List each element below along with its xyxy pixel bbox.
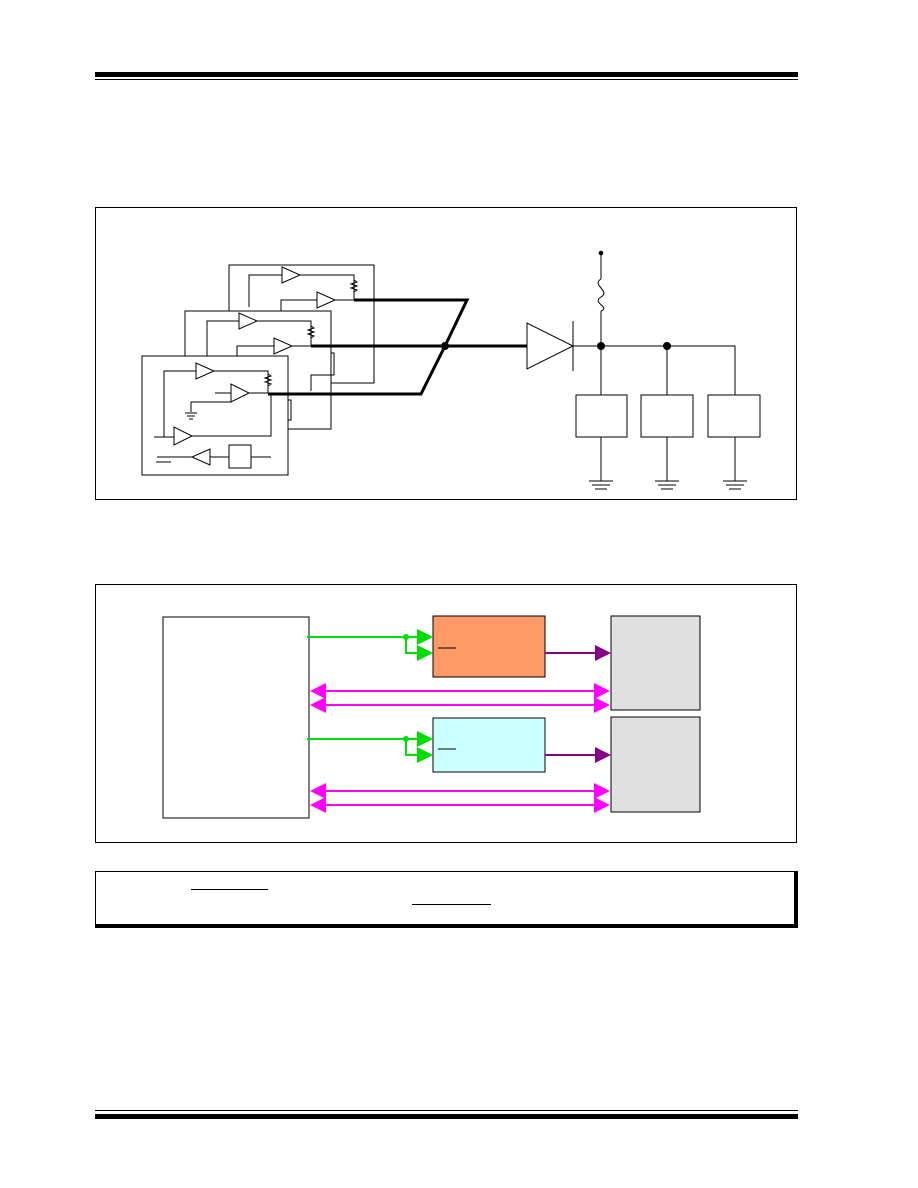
footer-rule-thin bbox=[95, 1110, 798, 1111]
fuse-symbol bbox=[597, 253, 605, 395]
header-rule-thick bbox=[95, 72, 798, 77]
note-box bbox=[95, 871, 798, 928]
sensor-module-front bbox=[141, 355, 292, 476]
block-diagram-drawing bbox=[162, 615, 701, 819]
device-block-1 bbox=[610, 615, 701, 711]
schematic-drawing bbox=[141, 250, 761, 490]
diode-symbol bbox=[526, 321, 736, 395]
note-underline-2 bbox=[412, 904, 491, 905]
driver-block-2 bbox=[432, 717, 546, 773]
control-signals bbox=[307, 629, 433, 763]
ground-symbols bbox=[589, 437, 747, 490]
header-rule-thin bbox=[95, 79, 798, 80]
footer-rule-thick bbox=[95, 1114, 798, 1119]
load-box-1 bbox=[575, 394, 628, 438]
figure-1-schematic bbox=[95, 207, 797, 500]
load-box-3 bbox=[707, 394, 761, 438]
note-underline-1 bbox=[191, 889, 268, 890]
bidirectional-bus bbox=[310, 683, 610, 813]
figure-2-block-diagram bbox=[95, 584, 797, 843]
device-block-2 bbox=[610, 716, 701, 813]
controller-block bbox=[162, 616, 310, 819]
driver-outputs bbox=[545, 645, 611, 763]
driver-block-1 bbox=[432, 615, 546, 678]
load-box-2 bbox=[640, 394, 694, 438]
bus-junction bbox=[441, 342, 449, 350]
